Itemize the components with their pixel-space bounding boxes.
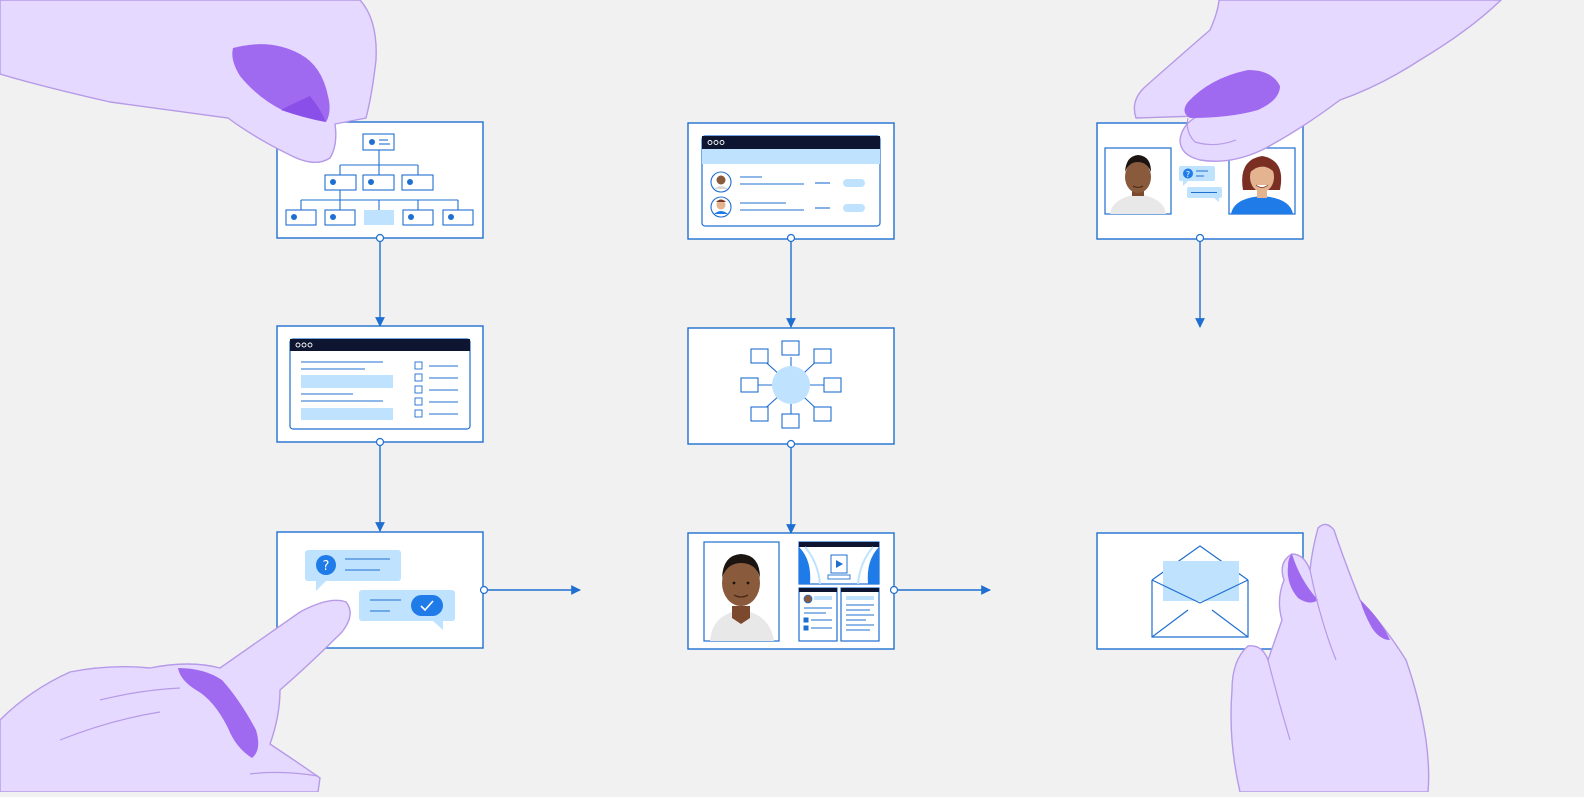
checklist-window-icon [289,338,471,430]
envelope-card [1096,532,1304,650]
svg-text:?: ? [1186,170,1190,179]
hand-bottom-left [0,599,351,793]
video-call-card: ? [1096,122,1304,243]
hand-bottom-right [1230,523,1430,793]
envelope-icon [1151,545,1249,638]
svg-text:?: ? [323,559,330,574]
chat-bubbles-card: ? [276,531,489,649]
contact-list-window-card [687,122,895,243]
hub-and-nodes-icon [740,340,842,429]
hand-top-right [1133,0,1503,162]
video-call-icon: ? [1104,147,1296,215]
profile-media-card [687,532,899,650]
connectors [375,238,1205,595]
question-and-check-chat-icon: ? [305,550,455,630]
profile-and-video-icon [703,541,880,642]
contact-list-icon [701,135,881,227]
hand-top-left [0,0,377,163]
checklist-window-card [276,325,484,447]
org-chart-card [276,121,484,243]
network-hub-card [687,327,895,449]
org-chart-icon [285,133,474,226]
